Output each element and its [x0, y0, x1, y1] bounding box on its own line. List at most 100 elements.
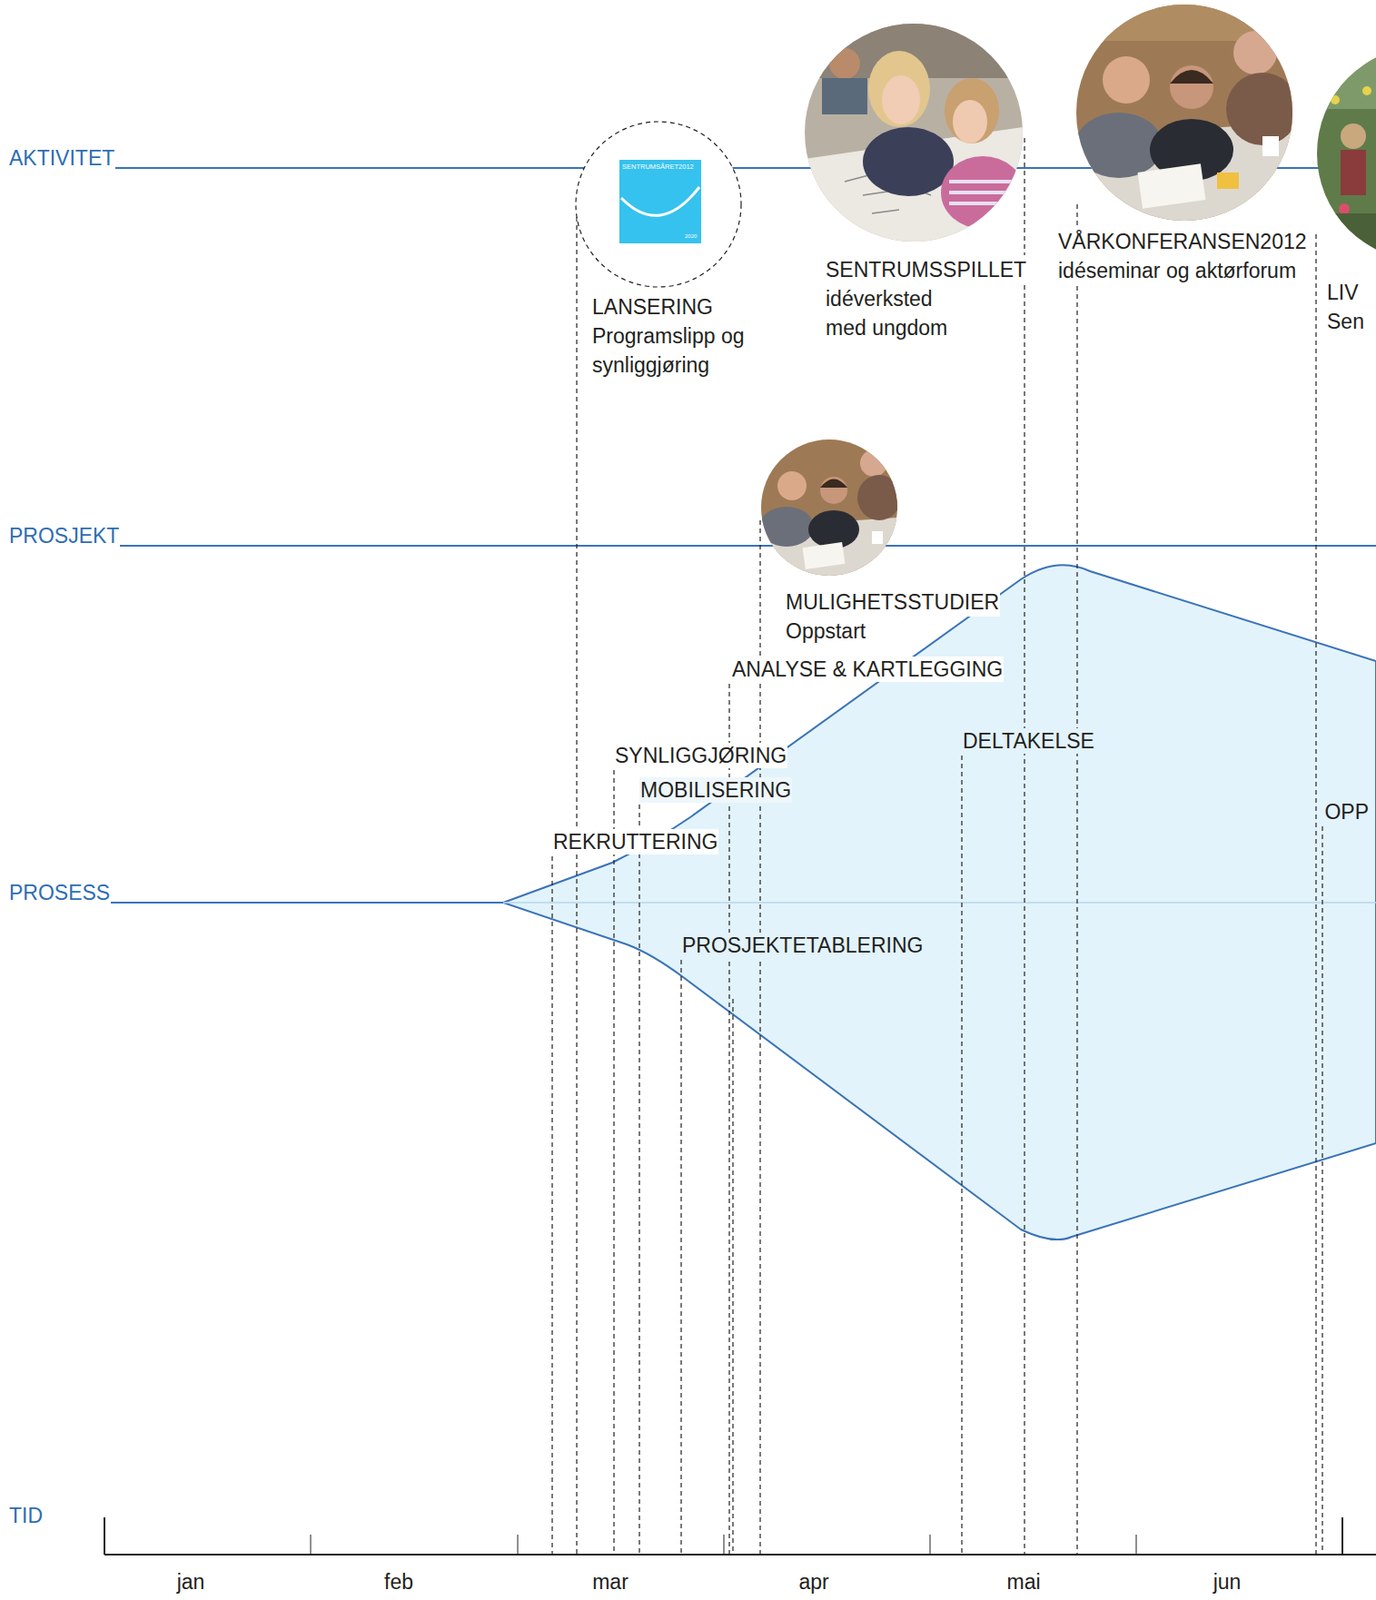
photo-conference-part: [1075, 112, 1163, 179]
photo-city-life-part: [1330, 95, 1340, 105]
photo-youth-workshop-part: [944, 78, 1000, 144]
photo-conference: [1075, 4, 1299, 223]
node-body: Sen: [1326, 306, 1366, 337]
time-axis-part: [103, 1517, 106, 1555]
photo-feasibility-study: [759, 439, 901, 576]
time-marker-part: [551, 856, 553, 1555]
node-heading: LANSERING: [591, 292, 714, 322]
time-axis-part: [723, 1534, 725, 1555]
time-marker-part: [960, 755, 962, 1555]
photo-youth-workshop-part: [949, 181, 1018, 204]
launch-logo-part: [575, 121, 742, 288]
row-label: PROSESS: [8, 880, 111, 906]
photo-city-life-part: [1362, 86, 1372, 96]
row-line: [8, 544, 1376, 547]
month-label: mar: [591, 1569, 630, 1595]
photo-city-life: [1316, 45, 1376, 268]
time-axis: [104, 1517, 1376, 1555]
time-marker-part: [575, 217, 577, 1555]
node-heading: LIV: [1326, 277, 1360, 307]
photo-feasibility-study-part: [860, 449, 888, 477]
phase-label: ANALYSE & KARTLEGGING: [731, 656, 1004, 683]
photo-youth-workshop-part: [821, 78, 868, 115]
month-label: apr: [797, 1569, 830, 1595]
faint-line: [503, 901, 1376, 904]
photo-conference-part: [1169, 65, 1214, 109]
photo-conference-part: [1262, 136, 1279, 157]
launch-logo-part: [621, 187, 700, 216]
phase-label: MOBILISERING: [639, 777, 792, 803]
launch-logo-part: [619, 159, 702, 244]
photo-conference-part: [1217, 172, 1239, 189]
time-marker-part: [638, 804, 640, 1555]
time-marker-part: [680, 960, 682, 1555]
time-axis-part: [1341, 1517, 1344, 1555]
activity-node: VÅRKONFERANSEN2012idéseminar og aktørfor…: [1057, 227, 1308, 286]
photo-city-life-part: [1316, 213, 1376, 268]
node-body: idéseminar og aktørforum: [1057, 256, 1297, 286]
time-marker-part: [728, 683, 730, 1555]
node-heading: VÅRKONFERANSEN2012: [1057, 227, 1308, 257]
row-label: PROSJEKT: [8, 523, 120, 549]
logo-text: SENTRUMSÅRET2012: [622, 162, 694, 171]
photo-feasibility-study-part: [820, 476, 848, 505]
photo-feasibility-study-part: [820, 479, 848, 489]
node-body: idéverksted med ungdom: [824, 284, 963, 343]
photo-city-life-part: [1338, 203, 1350, 215]
phase-label: SYNLIGGJØRING: [613, 742, 788, 769]
photo-feasibility-study-part: [802, 542, 846, 570]
time-marker-part: [1023, 138, 1025, 1555]
node-heading: MULIGHETSSTUDIER: [784, 587, 1000, 617]
node-body: Programslipp og synliggjøring: [591, 321, 766, 380]
photo-feasibility-study-part: [857, 475, 901, 521]
time-marker-part: [613, 770, 614, 1555]
photo-conference-part: [1226, 72, 1299, 146]
photo-youth-workshop-part: [868, 50, 931, 128]
node-body: Oppstart: [784, 616, 867, 646]
photo-youth-workshop-part: [829, 48, 861, 80]
time-axis-part: [104, 1554, 1376, 1556]
phase-label: OPP: [1323, 799, 1370, 825]
activity-node: MULIGHETSSTUDIEROppstart: [784, 587, 1000, 646]
phase-label: DELTAKELSE: [961, 728, 1096, 754]
photo-city-life-part: [1340, 123, 1367, 149]
activity-node: LANSERINGProgramslipp og synliggjøring: [591, 292, 766, 380]
photo-youth-workshop-part: [862, 127, 954, 197]
photo-city-life-part: [1340, 149, 1367, 196]
time-marker: [552, 138, 1323, 1555]
launch-logo: [575, 121, 742, 288]
time-axis-part: [310, 1534, 312, 1555]
phase-label: PROSJEKTETABLERING: [681, 932, 924, 959]
time-marker-part: [1321, 826, 1323, 1555]
photo-conference-part: [1138, 163, 1207, 208]
photo-youth-workshop: [804, 23, 1025, 242]
activity-node: SENTRUMSSPILLETidéverksted med ungdom: [824, 255, 1028, 343]
month-label: mai: [1005, 1569, 1041, 1595]
activity-node: LIVSen: [1326, 277, 1366, 337]
photo-city-life-part: [1316, 45, 1376, 109]
photo-feasibility-study-part: [808, 510, 860, 549]
logo-text: 2020: [684, 232, 697, 240]
photo-feasibility-study-part: [871, 531, 883, 545]
photo-conference-part: [1076, 4, 1295, 41]
month-label: feb: [383, 1569, 415, 1595]
photo-youth-workshop-part: [881, 75, 921, 125]
time-marker-part: [732, 999, 733, 1555]
photo-conference-part: [1233, 30, 1278, 75]
time-marker-part: [1315, 234, 1317, 1555]
photo-feasibility-study-part: [759, 506, 814, 547]
photo-youth-workshop-part: [952, 99, 988, 144]
row-label: AKTIVITET: [8, 145, 116, 171]
photo-youth-workshop-part: [940, 156, 1025, 229]
photo-conference-part: [1102, 56, 1150, 104]
process-band: [503, 564, 1376, 1240]
node-heading: SENTRUMSSPILLET: [824, 255, 1028, 285]
month-label: jan: [176, 1569, 207, 1595]
phase-label: REKRUTTERING: [552, 829, 719, 855]
time-axis-part: [517, 1534, 519, 1555]
time-marker-part: [1076, 204, 1078, 1555]
month-label: jun: [1212, 1569, 1243, 1595]
photo-conference-part: [1169, 69, 1214, 84]
photo-feasibility-study-part: [777, 471, 807, 501]
